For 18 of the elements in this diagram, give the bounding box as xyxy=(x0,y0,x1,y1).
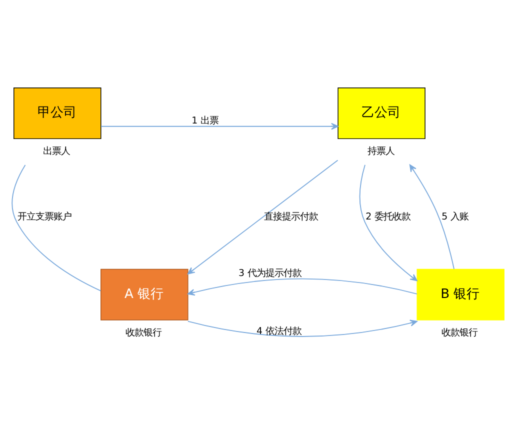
arrow xyxy=(186,319,417,336)
edge-label: 1 出票 xyxy=(191,115,218,126)
arrow xyxy=(186,278,417,296)
arrow xyxy=(358,164,417,281)
connector xyxy=(11,164,101,291)
node-label: 出票人 xyxy=(42,146,70,157)
edge-label: 3 代为提示付款 xyxy=(238,268,301,279)
node-label: 收款银行 xyxy=(441,326,478,338)
edge-label: 2 委托收款 xyxy=(365,210,410,222)
node-label: 收款银行 xyxy=(125,326,162,338)
node-label: 持票人 xyxy=(366,146,394,157)
arrow xyxy=(100,122,338,130)
edge-label: 开立支票账户 xyxy=(17,210,72,222)
arrow xyxy=(186,159,338,274)
arrow xyxy=(408,164,454,269)
edge-label: 5 入账 xyxy=(441,210,468,222)
edge-label: 4 依法付款 xyxy=(256,325,302,336)
edge-label: 直接提示付款 xyxy=(264,210,318,222)
